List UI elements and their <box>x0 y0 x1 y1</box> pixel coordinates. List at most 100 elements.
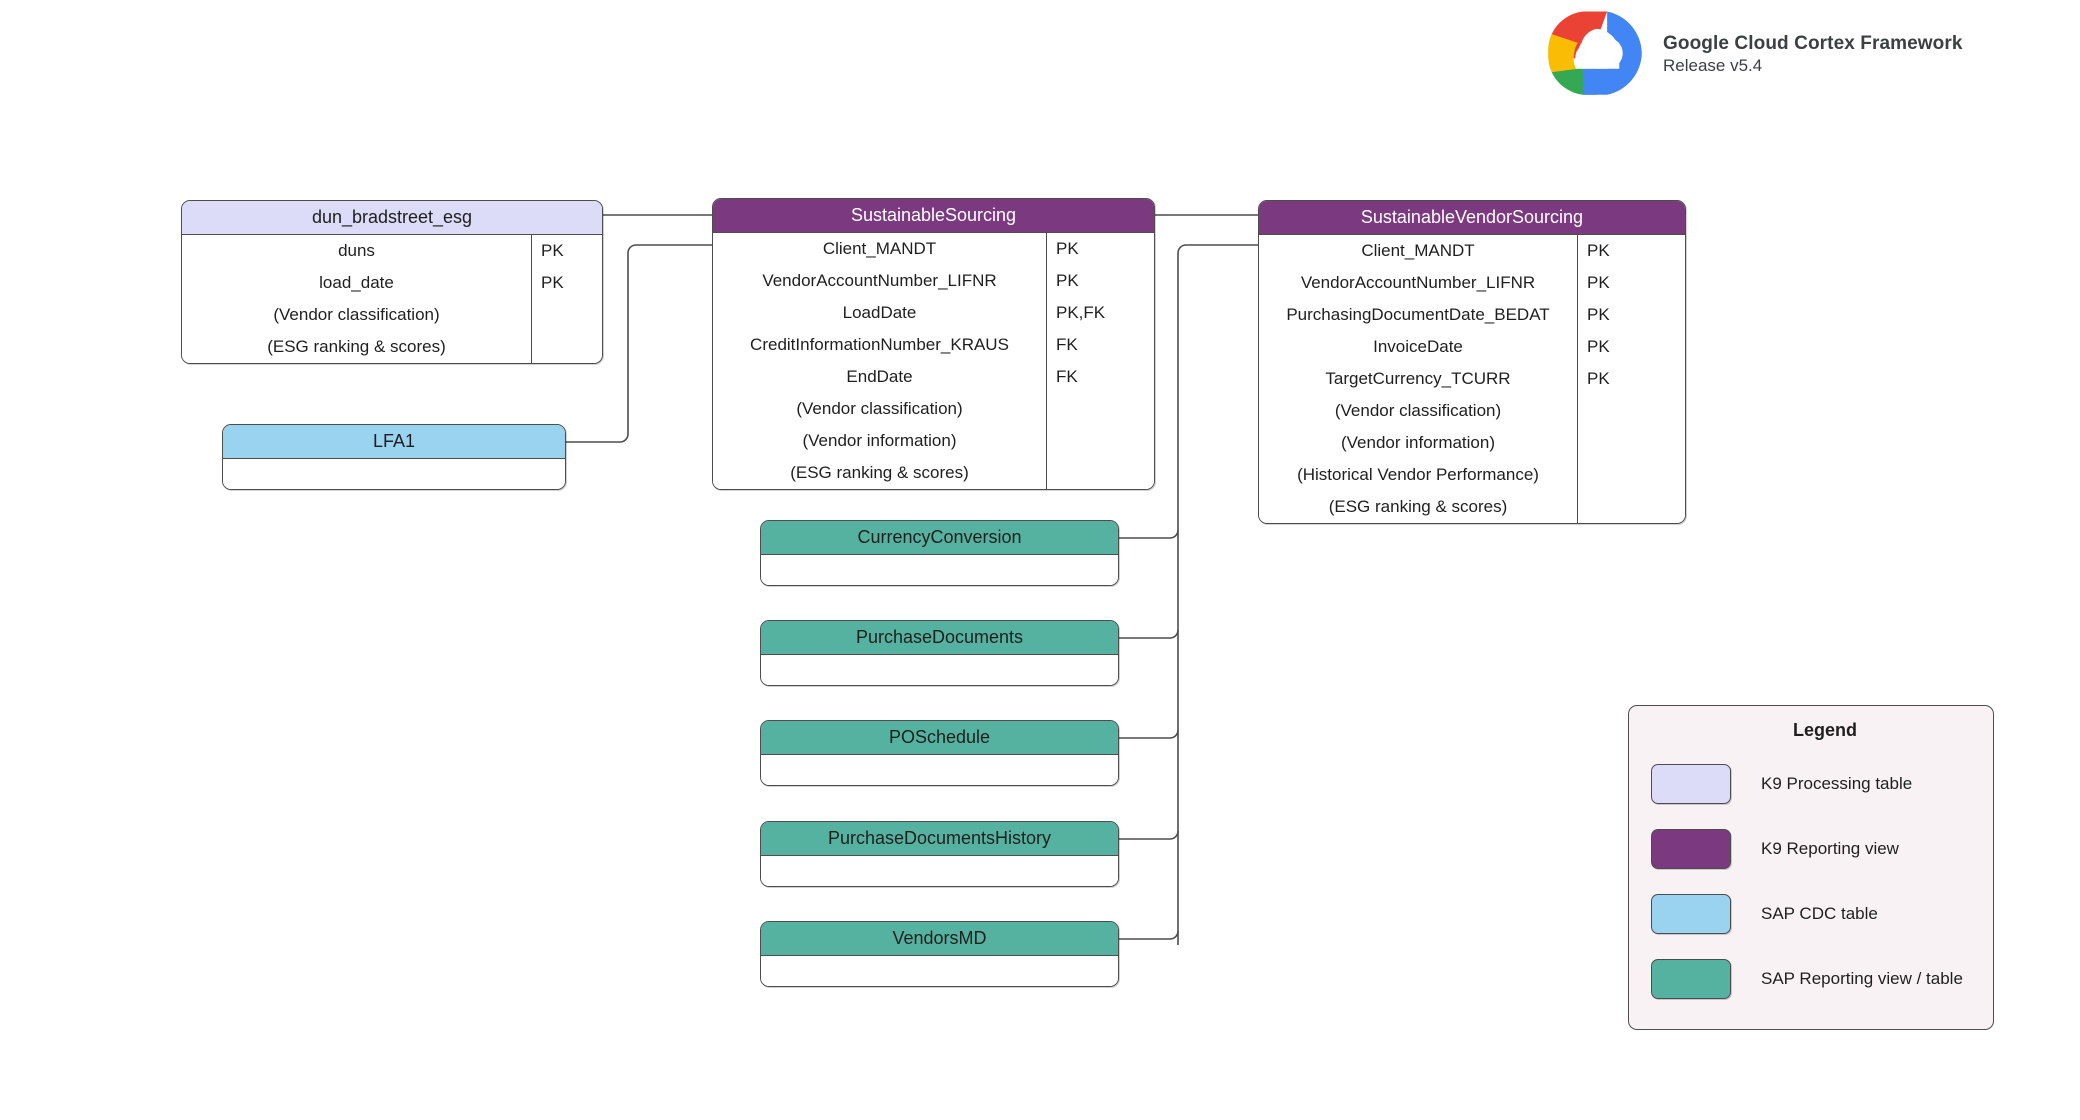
field-key <box>1577 491 1685 523</box>
edge-vendorsmd-bus <box>1119 930 1179 940</box>
entity-field-list: Client_MANDT PK VendorAccountNumber_LIFN… <box>713 233 1154 489</box>
field-name: (Vendor classification) <box>273 305 440 324</box>
field-name: duns <box>338 241 375 260</box>
legend-title: Legend <box>1792 720 1857 740</box>
entity-field-row: (Vendor information) <box>713 425 1154 457</box>
entity-body <box>761 655 1118 685</box>
field-key: PK <box>531 267 602 299</box>
entity-header: PurchaseDocuments <box>761 621 1118 655</box>
entity-header: VendorsMD <box>761 922 1118 956</box>
field-key <box>1046 425 1154 457</box>
entity-field-row: VendorAccountNumber_LIFNR PK <box>1259 267 1685 299</box>
field-key: PK <box>1577 267 1685 299</box>
legend-swatch <box>1651 828 1731 869</box>
field-key: PK <box>1046 233 1154 265</box>
legend-item-k9-processing-table: K9 Processing table <box>1629 751 1993 816</box>
entity-field-row: PurchasingDocumentDate_BEDAT PK <box>1259 299 1685 331</box>
google-cloud-logo-icon <box>1548 11 1642 95</box>
field-key: PK <box>1046 265 1154 297</box>
edge-currencyconversion-bus <box>1119 529 1179 539</box>
field-key: PK <box>1577 299 1685 331</box>
entity-sustainable-sourcing[interactable]: SustainableSourcing Client_MANDT PK Vend… <box>712 198 1155 490</box>
entity-dun-bradstreet-esg[interactable]: dun_bradstreet_esg duns PK load_date PK … <box>181 200 603 364</box>
entity-body <box>761 755 1118 785</box>
field-key <box>1046 457 1154 489</box>
entity-field-row: (ESG ranking & scores) <box>713 457 1154 489</box>
field-name: TargetCurrency_TCURR <box>1325 369 1511 388</box>
field-name: PurchasingDocumentDate_BEDAT <box>1286 305 1550 324</box>
field-name: Client_MANDT <box>822 239 937 258</box>
entity-currency-conversion[interactable]: CurrencyConversion <box>760 520 1119 586</box>
entity-purchase-documents-history[interactable]: PurchaseDocumentsHistory <box>760 821 1119 887</box>
field-name: InvoiceDate <box>1373 337 1463 356</box>
entity-lfa1[interactable]: LFA1 <box>222 424 566 490</box>
entity-body <box>761 856 1118 886</box>
field-name: LoadDate <box>842 303 917 322</box>
entity-field-row: (Vendor information) <box>1259 427 1685 459</box>
entity-vendors-md[interactable]: VendorsMD <box>760 921 1119 987</box>
field-key: PK,FK <box>1046 297 1154 329</box>
entity-field-row: LoadDate PK,FK <box>713 297 1154 329</box>
field-name: (ESG ranking & scores) <box>790 463 969 482</box>
entity-field-row: (Vendor classification) <box>1259 395 1685 427</box>
entity-field-row: VendorAccountNumber_LIFNR PK <box>713 265 1154 297</box>
entity-sustainable-vendor-sourcing[interactable]: SustainableVendorSourcing Client_MANDT P… <box>1258 200 1686 524</box>
entity-field-row: (Historical Vendor Performance) <box>1259 459 1685 491</box>
field-key <box>1046 393 1154 425</box>
field-key <box>1577 427 1685 459</box>
entity-field-row: Client_MANDT PK <box>1259 235 1685 267</box>
edge-poschedule-bus <box>1119 729 1179 739</box>
legend-swatch <box>1651 958 1731 999</box>
field-name: (ESG ranking & scores) <box>1328 497 1508 516</box>
entity-header: SustainableVendorSourcing <box>1259 201 1685 235</box>
entity-header: POSchedule <box>761 721 1118 755</box>
entity-body <box>761 956 1118 986</box>
field-name: VendorAccountNumber_LIFNR <box>762 271 997 290</box>
legend-label: K9 Processing table <box>1761 773 1913 793</box>
entity-body: Client_MANDT PK VendorAccountNumber_LIFN… <box>1259 235 1685 523</box>
entity-field-row: (Vendor classification) <box>713 393 1154 425</box>
entity-field-row: load_date PK <box>182 267 602 299</box>
edge-purchasedocuments-bus <box>1119 629 1179 639</box>
field-name: VendorAccountNumber_LIFNR <box>1300 273 1536 292</box>
entity-header: dun_bradstreet_esg <box>182 201 602 235</box>
field-key: PK <box>1577 235 1685 267</box>
entity-field-row: (ESG ranking & scores) <box>1259 491 1685 523</box>
legend-swatch <box>1651 763 1731 804</box>
entity-body <box>223 459 565 489</box>
entity-body: duns PK load_date PK (Vendor classificat… <box>182 235 602 363</box>
legend-label: SAP Reporting view / table <box>1761 968 1963 988</box>
entity-header: CurrencyConversion <box>761 521 1118 555</box>
entity-purchase-documents[interactable]: PurchaseDocuments <box>760 620 1119 686</box>
entity-header: SustainableSourcing <box>713 199 1154 233</box>
entity-body <box>761 555 1118 585</box>
legend-item-sap-cdc-table: SAP CDC table <box>1629 881 1993 946</box>
entity-header: PurchaseDocumentsHistory <box>761 822 1118 856</box>
entity-po-schedule[interactable]: POSchedule <box>760 720 1119 786</box>
entity-body: Client_MANDT PK VendorAccountNumber_LIFN… <box>713 233 1154 489</box>
entity-field-list: Client_MANDT PK VendorAccountNumber_LIFN… <box>1259 235 1685 523</box>
brand-header: Google Cloud Cortex Framework Release v5… <box>1543 8 1963 100</box>
entity-field-row: (Vendor classification) <box>182 299 602 331</box>
brand-title: Google Cloud Cortex Framework <box>1663 32 1963 54</box>
entity-field-row: Client_MANDT PK <box>713 233 1154 265</box>
field-key <box>1577 459 1685 491</box>
field-name: (Vendor classification) <box>1334 401 1502 420</box>
entity-field-row: duns PK <box>182 235 602 267</box>
entity-field-row: CreditInformationNumber_KRAUS FK <box>713 329 1154 361</box>
field-name: (ESG ranking & scores) <box>267 337 446 356</box>
field-key: PK <box>531 235 602 267</box>
entity-field-row: InvoiceDate PK <box>1259 331 1685 363</box>
legend-label: SAP CDC table <box>1761 903 1878 923</box>
field-name: load_date <box>319 273 394 292</box>
legend-item-k9-reporting-view: K9 Reporting view <box>1629 816 1993 881</box>
edge-sap-bus-riser <box>1177 244 1258 945</box>
field-key <box>531 331 602 363</box>
field-key <box>1577 395 1685 427</box>
field-name: Client_MANDT <box>1361 241 1475 260</box>
legend-panel: Legend K9 Processing table K9 Reporting … <box>1628 705 1994 1030</box>
field-key: FK <box>1046 361 1154 393</box>
entity-field-list: duns PK load_date PK (Vendor classificat… <box>182 235 602 363</box>
field-key: PK <box>1577 331 1685 363</box>
field-name: CreditInformationNumber_KRAUS <box>750 335 1009 354</box>
